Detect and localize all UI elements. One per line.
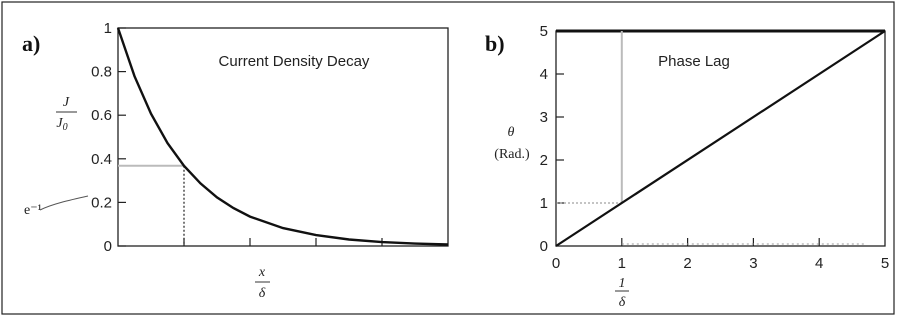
panel-b-title: Phase Lag — [658, 53, 730, 70]
panel-a-annotation: e⁻¹ — [24, 203, 42, 218]
panel-a-ytick-label: 1 — [104, 20, 112, 37]
panel-a: a) Current Density Decay J J0 e⁻¹ x δ 00… — [22, 20, 449, 301]
panel-a-ylabel-denominator: J0 — [56, 116, 67, 133]
panel-b-ticks: 0 1 2 3 4 5 0 1 2 3 4 5 — [540, 23, 890, 272]
figure-frame — [1, 1, 895, 315]
panel-a-ytick-label: 0.6 — [91, 107, 112, 124]
panel-b-xlabel-denominator: δ — [619, 295, 626, 310]
panel-b-guides — [556, 29, 885, 245]
panel-a-annotation-arrow — [39, 195, 89, 211]
panel-b-xlabel-numerator: 1 — [619, 276, 626, 291]
panel-b-ytick-label: 3 — [540, 109, 548, 126]
panel-b-ytick-label: 5 — [540, 23, 548, 40]
panel-b-phase-line — [555, 30, 886, 247]
panel-a-ticks: 0 0.2 0.4 0.6 0.8 1 — [91, 20, 383, 255]
panel-b-xtick-label: 0 — [552, 255, 560, 272]
panel-a-ylabel-numerator: J — [63, 95, 70, 110]
panel-a-ylabel-denominator-sub: 0 — [63, 122, 68, 133]
panel-b-xtick-label: 3 — [749, 255, 757, 272]
panel-b-ytick-label: 4 — [540, 66, 548, 83]
panel-a-xlabel-denominator: δ — [259, 286, 266, 301]
panel-b-ytick-label: 1 — [540, 195, 548, 212]
panel-b-ylabel-unit: (Rad.) — [494, 147, 530, 162]
panel-a-label: a) — [22, 31, 40, 56]
panel-b-ytick-label: 0 — [540, 238, 548, 255]
panel-b-ylabel-symbol: θ — [508, 125, 515, 140]
panel-a-title: Current Density Decay — [219, 53, 370, 70]
panel-b: b) Phase Lag θ (Rad.) 1 δ 0 1 2 3 4 5 0 1 2 3 4 5 — [485, 23, 889, 310]
panel-b-ytick-label: 2 — [540, 152, 548, 169]
panel-b-xtick-label: 2 — [683, 255, 691, 272]
panel-a-ytick-label: 0.4 — [91, 151, 112, 168]
panel-b-xtick-label: 1 — [618, 255, 626, 272]
panel-a-ytick-label: 0.8 — [91, 64, 112, 81]
panel-b-label: b) — [485, 31, 505, 56]
panel-b-xtick-label: 5 — [881, 255, 889, 272]
panel-a-ytick-label: 0 — [104, 238, 112, 255]
panel-a-ytick-label: 0.2 — [91, 194, 112, 211]
panel-a-guides — [118, 164, 185, 246]
panel-a-ylabel-denominator-main: J — [56, 116, 63, 131]
panel-a-plot-frame — [117, 27, 449, 247]
panel-a-decay-curve — [116, 27, 449, 246]
panel-b-xtick-label: 4 — [815, 255, 823, 272]
panel-a-xlabel-numerator: x — [258, 265, 266, 280]
